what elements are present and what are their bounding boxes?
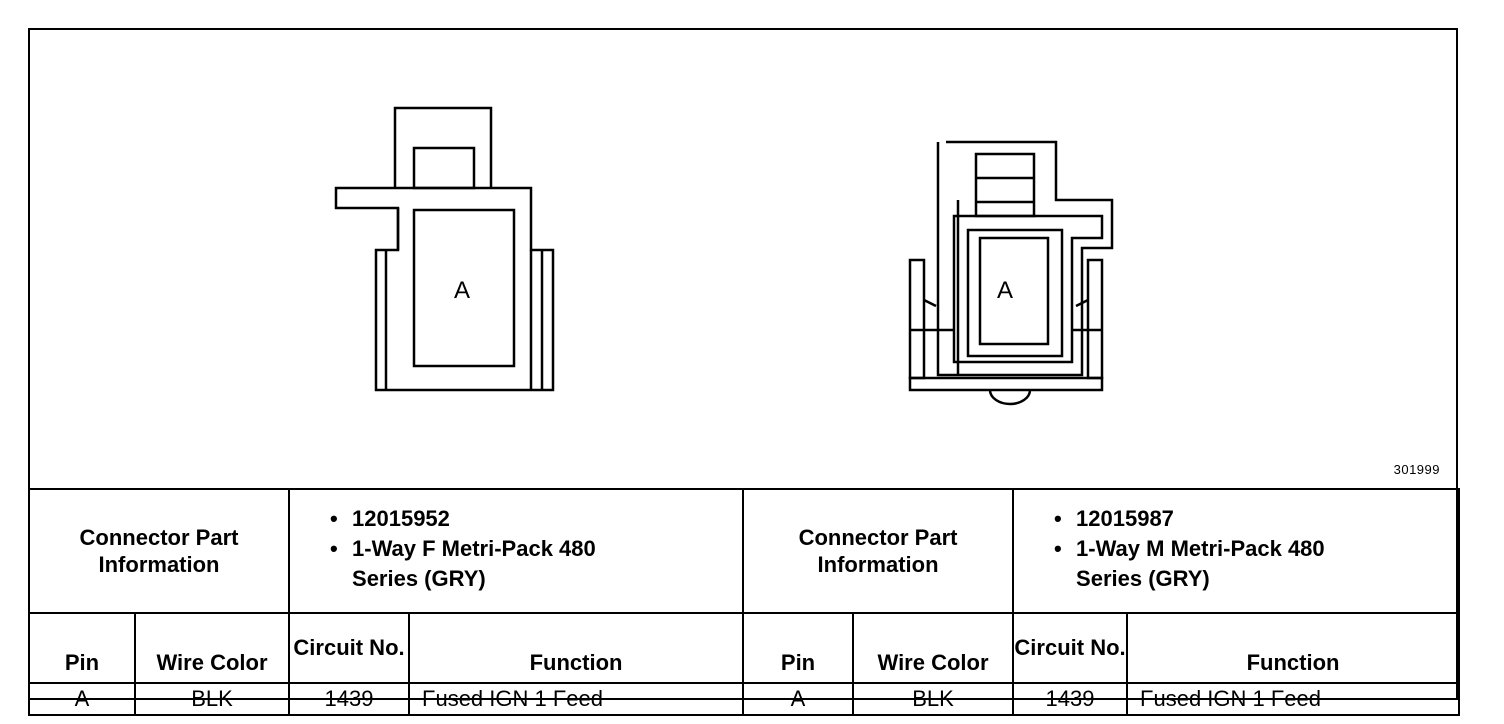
male-tower-outline [936, 140, 1114, 377]
info-heading-text: Connector Part Information [79, 525, 239, 577]
connector-sheet: A [27, 28, 1461, 716]
connector-pinout-table: Connector Part Information 12015952 1-Wa… [27, 488, 1461, 716]
female-latch-window [412, 146, 476, 190]
part-number-right: 12015987 [1050, 504, 1458, 534]
connector-part-info-right: 12015987 1-Way M Metri-Pack 480 Series (… [1012, 488, 1461, 614]
col-pin-left: Pin [28, 612, 136, 684]
col-circuit-left: Circuit No. [288, 612, 411, 684]
male-side-wall-left [908, 258, 926, 380]
connector-info-heading-right: Connector Part Information [742, 488, 1015, 614]
male-side-wall-right [1086, 258, 1104, 380]
figure-number: 301999 [1393, 462, 1440, 477]
function-value-left: Fused IGN 1 Feed [408, 682, 745, 716]
col-wire-color-right: Wire Color [852, 612, 1015, 684]
connector-drawing-area: A [30, 30, 1456, 488]
wire-color-value-left: BLK [133, 682, 291, 716]
part-description-right: 1-Way M Metri-Pack 480 Series (GRY) [1050, 534, 1376, 594]
male-base-tab [988, 389, 1032, 406]
col-wire-color-left: Wire Color [133, 612, 291, 684]
female-latch-tab [393, 106, 493, 188]
col-circuit-right: Circuit No. [1012, 612, 1129, 684]
connector-end-views: A [334, 106, 1114, 406]
col-function-left: Function [408, 612, 745, 684]
wire-color-value-right: BLK [852, 682, 1015, 716]
col-pin-right: Pin [742, 612, 855, 684]
table-row: A BLK 1439 Fused IGN 1 Feed A BLK 1439 F… [28, 682, 1461, 716]
pin-value-right: A [742, 682, 855, 716]
male-cavity-label: A [997, 277, 1013, 304]
male-lock-ramp-right [1075, 298, 1089, 308]
function-value-right: Fused IGN 1 Feed [1126, 682, 1461, 716]
male-connector-view [908, 140, 1114, 406]
part-description-left: 1-Way F Metri-Pack 480 Series (GRY) [326, 534, 652, 594]
column-header-row: Pin Wire Color Circuit No. Function Pin … [28, 612, 1461, 684]
female-cavity-label: A [454, 277, 470, 304]
male-cavity [978, 236, 1050, 346]
male-latch-window [974, 152, 1036, 218]
connector-info-row: Connector Part Information 12015952 1-Wa… [27, 488, 1461, 614]
male-inner-frame [952, 214, 1104, 364]
connector-part-info-left: 12015952 1-Way F Metri-Pack 480 Series (… [288, 488, 745, 614]
connector-info-heading-left: Connector Part Information [27, 488, 291, 614]
male-base [908, 376, 1104, 392]
info-heading-text: Connector Part Information [798, 525, 958, 577]
circuit-value-left: 1439 [288, 682, 411, 716]
part-number-left: 12015952 [326, 504, 742, 534]
circuit-value-right: 1439 [1012, 682, 1129, 716]
female-connector-view [334, 106, 555, 392]
col-function-right: Function [1126, 612, 1461, 684]
male-lock-ramp-left [923, 298, 937, 308]
pin-value-left: A [28, 682, 136, 716]
male-terminal-frame [966, 228, 1064, 358]
female-cavity [412, 208, 516, 368]
female-body-outline [334, 186, 555, 392]
